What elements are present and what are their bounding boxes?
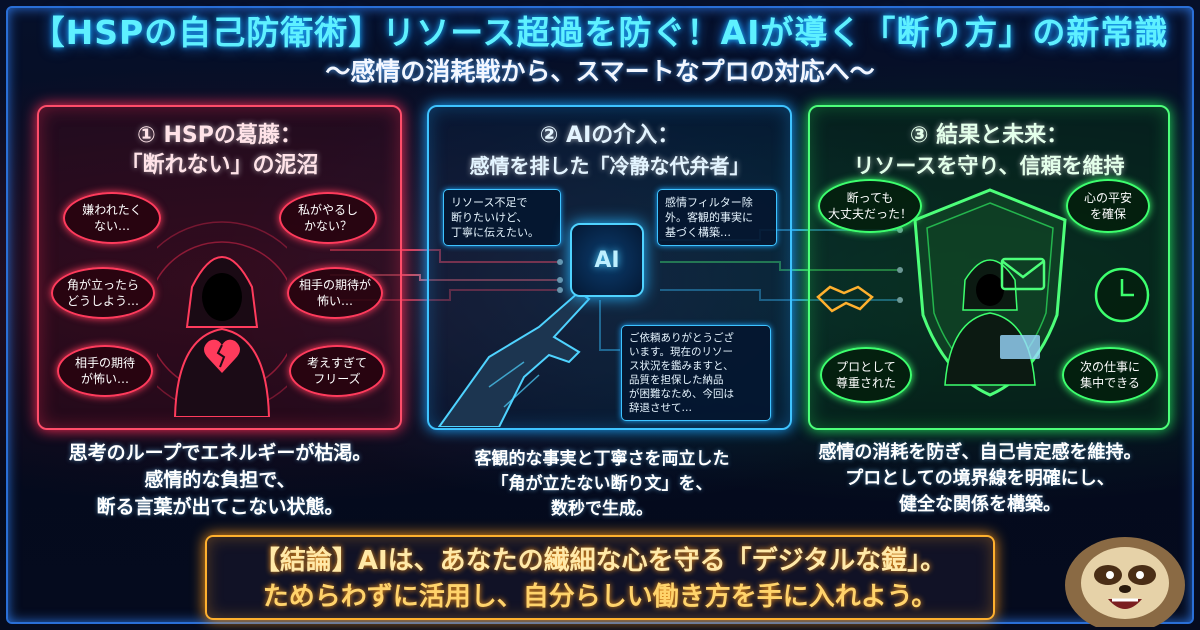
description-line: 断る言葉が出てこない状態。 xyxy=(96,496,344,518)
hooded-figure-icon xyxy=(157,221,287,417)
description-line: 客観的な事実と丁寧さを両立した xyxy=(474,449,730,469)
worry-bubble: 私がやるし かない？ xyxy=(279,192,377,244)
generated-reply-box: ご依頼ありがとうござ います。現在のリソー ス状況を鑑みますと、 品質を担保した… xyxy=(621,325,771,421)
conflict-description: 思考のループでエネルギーが枯渇。 感情的な負担で、 断る言葉が出てこない状態。 xyxy=(30,440,410,521)
description-line: 思考のループでエネルギーが枯渇。 xyxy=(68,442,372,464)
sloth-mascot-icon xyxy=(1065,537,1185,627)
panel-hsp-conflict: ① HSPの葛藤： 「断れない」の泥沼 嫌われたく ない… 私がやるし かない？… xyxy=(37,105,402,430)
panel-heading-line1: ① HSPの葛藤： xyxy=(137,123,302,148)
outer-frame xyxy=(6,6,1194,624)
description-line: 健全な関係を構築。 xyxy=(899,494,1061,515)
conclusion-line2: ためらわずに活用し、自分らしい働き方を手に入れよう。 xyxy=(262,582,938,612)
input-request-box: リソース不足で 断りたいけど、 丁寧に伝えたい。 xyxy=(443,189,561,246)
worry-bubble: 相手の期待が 怖い… xyxy=(287,267,383,319)
panel-heading-line2: 感情を排した「冷静な代弁者」 xyxy=(469,154,750,178)
page-title: 【HSPの自己防衛術】リソース超過を防ぐ！AIが導く「断り方」の新常識 xyxy=(31,13,1169,52)
panel-heading-line2: 「断れない」の泥沼 xyxy=(120,153,319,178)
clock-icon xyxy=(1094,267,1150,323)
page-subtitle: 〜感情の消耗戦から、スマートなプロの対応へ〜 xyxy=(325,57,875,86)
worry-bubble: 嫌われたく ない… xyxy=(63,192,161,244)
conclusion-banner: 【結論】AIは、あなたの繊細な心を守る「デジタルな鎧」。 ためらわずに活用し、自… xyxy=(205,535,995,620)
relief-bubble: 断っても 大丈夫だった！ xyxy=(818,179,922,233)
mail-icon xyxy=(1000,257,1046,291)
worry-bubble: 角が立ったら どうしよう… xyxy=(51,267,155,319)
description-line: 数秒で生成。 xyxy=(551,499,653,519)
shield-icon xyxy=(913,188,1067,397)
panel-result-future: ③ 結果と未来： リソースを守り、信頼を維持 断っても 大丈夫だった！ 心の平安… xyxy=(808,105,1170,430)
result-description: 感情の消耗を防ぎ、自己肯定感を維持。 プロとしての境界線を明確にし、 健全な関係… xyxy=(790,440,1170,518)
conclusion-line1: 【結論】AIは、あなたの繊細な心を守る「デジタルな鎧」。 xyxy=(253,546,947,576)
panel-heading: ③ 結果と未来： リソースを守り、信頼を維持 xyxy=(810,121,1168,181)
panel-heading-line1: ② AIの介入： xyxy=(539,123,680,148)
panel-heading: ① HSPの葛藤： 「断れない」の泥沼 xyxy=(39,121,400,181)
description-line: 感情的な負担で、 xyxy=(144,469,296,491)
ai-description: 客観的な事実と丁寧さを両立した 「角が立たない断り文」を、 数秒で生成。 xyxy=(412,447,792,522)
ai-chip-label: AI xyxy=(594,247,620,273)
description-line: 「角が立たない断り文」を、 xyxy=(491,474,713,494)
panel-heading: ② AIの介入： 感情を排した「冷静な代弁者」 xyxy=(429,121,790,181)
panel-heading-line2: リソースを守り、信頼を維持 xyxy=(853,154,1125,178)
handshake-icon xyxy=(816,285,874,313)
relief-bubble: プロとして 尊重された xyxy=(820,347,912,403)
emotion-filter-box: 感情フィルター除 外。客観的事実に 基づく構築… xyxy=(657,189,777,246)
relief-bubble: 心の平安 を確保 xyxy=(1066,179,1150,233)
panel-heading-line1: ③ 結果と未来： xyxy=(909,123,1069,148)
worry-bubble: 相手の期待 が怖い… xyxy=(57,345,153,397)
relief-bubble: 次の仕事に 集中できる xyxy=(1062,347,1158,403)
description-line: 感情の消耗を防ぎ、自己肯定感を維持。 xyxy=(818,442,1142,463)
ai-brain-chip-icon: AI xyxy=(570,223,644,297)
description-line: プロとしての境界線を明確にし、 xyxy=(845,468,1115,489)
worry-bubble: 考えすぎて フリーズ xyxy=(289,345,385,397)
